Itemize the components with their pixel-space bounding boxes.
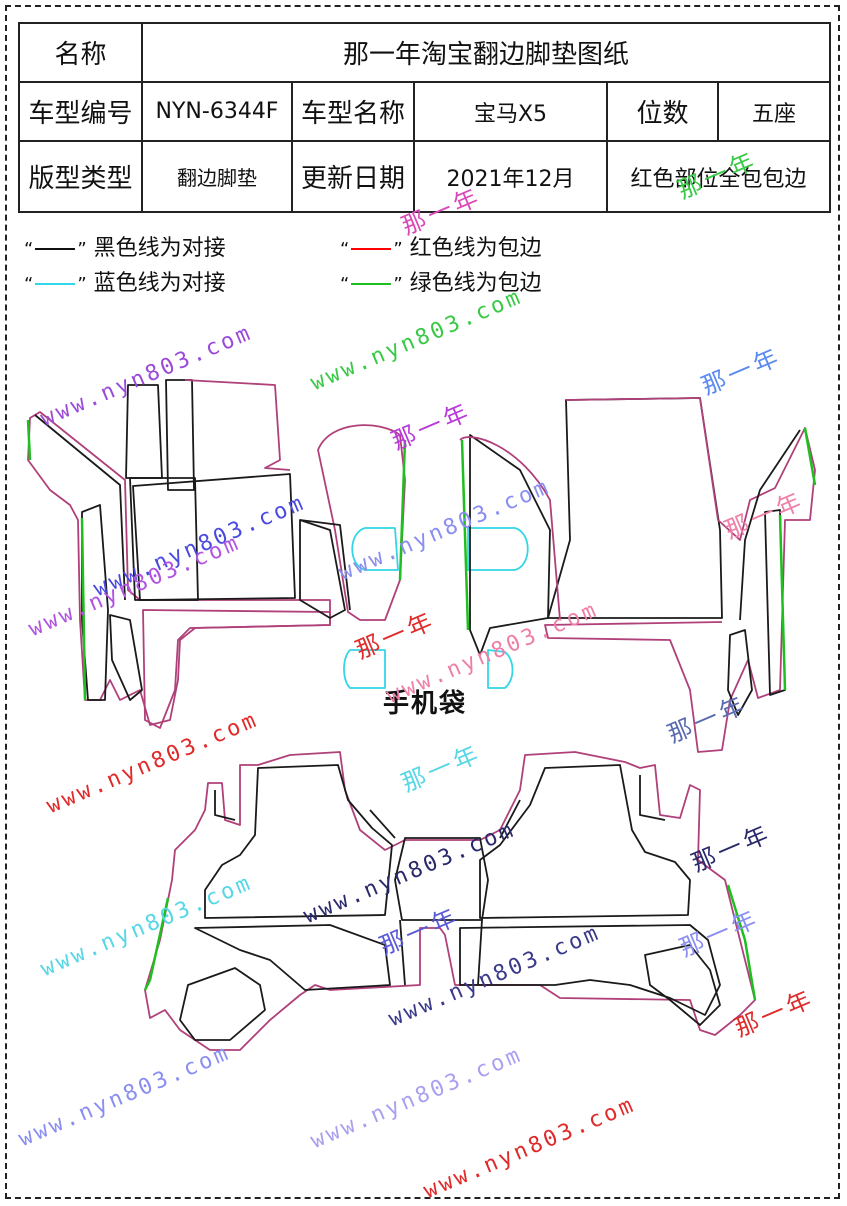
pocket-top-right: [467, 527, 529, 571]
rear-left-front: [179, 967, 266, 1041]
legend-black: “ ” 黑色线为对接: [24, 230, 226, 262]
passenger-side-green: [803, 427, 817, 486]
update-date-value: 2021年12月: [413, 140, 608, 213]
model-name-value: 宝马X5: [413, 81, 608, 142]
quote-close: ”: [77, 239, 87, 260]
rear-mat-pieces: [143, 751, 757, 1051]
rear-outer-trim: [144, 751, 756, 1051]
info-table: 名称 那一年淘宝翻边脚垫图纸 车型编号 NYN-6344F 车型名称 宝马X5 …: [18, 22, 832, 213]
page-border: [5, 5, 840, 1199]
passenger-outer-trim: [544, 397, 816, 753]
passenger-right-green: [778, 514, 787, 691]
rear-right-green: [726, 884, 757, 1001]
pattern-type-value: 翻边脚垫: [141, 140, 293, 213]
driver-left-green: [80, 517, 87, 701]
quote-open: “: [24, 274, 34, 295]
passenger-inner-trim: [459, 436, 561, 621]
driver-main-pad: [132, 473, 296, 601]
quote-close: ”: [393, 239, 403, 260]
driver-side-green: [26, 419, 32, 461]
legend-blue-text: 蓝色线为对接: [93, 271, 226, 296]
driver-front-black: [299, 519, 351, 611]
driver-floor-ext: [142, 609, 331, 729]
legend-green-text: 绿色线为包边: [409, 271, 542, 296]
driver-heel-pad: [129, 477, 199, 601]
driver-small-wedge: [109, 614, 143, 701]
passenger-small-wedge: [727, 629, 753, 716]
rear-left-green: [143, 897, 170, 991]
legend-red-text: 红色线为包边: [409, 236, 542, 261]
passenger-mat-pieces: [459, 397, 817, 753]
driver-top-left: [125, 384, 163, 479]
seats-label: 位数: [606, 81, 719, 142]
pattern-type-label: 版型类型: [18, 140, 143, 213]
rear-right-front: [644, 944, 721, 1026]
driver-front-wedge: [299, 519, 346, 619]
seats-value: 五座: [716, 81, 832, 142]
name-label: 名称: [18, 22, 143, 83]
legend-blue: “ ” 蓝色线为对接: [24, 265, 226, 297]
blue-line-swatch: [35, 283, 76, 285]
model-code-label: 车型编号: [18, 81, 143, 142]
passenger-inner-black: [469, 434, 551, 656]
rear-center-hump: [394, 837, 489, 921]
legend-red: “ ” 红色线为包边: [340, 230, 542, 262]
driver-mat-pieces: [26, 379, 407, 729]
driver-front-green: [398, 439, 407, 581]
update-date-label: 更新日期: [291, 140, 415, 213]
green-line-swatch: [351, 283, 392, 285]
quote-open: “: [24, 239, 34, 260]
red-line-swatch: [351, 248, 392, 250]
pocket-bottom-right: [487, 649, 514, 689]
quote-close: ”: [77, 274, 87, 295]
passenger-main-pad: [547, 397, 723, 619]
driver-top-outline: [184, 379, 291, 471]
driver-side-black: [34, 414, 126, 601]
pocket-top-left: [351, 527, 399, 571]
passenger-inner-green: [460, 439, 470, 631]
passenger-side-black: [739, 429, 801, 621]
pocket-bottom-left: [343, 649, 386, 689]
rear-left-inner: [214, 775, 666, 821]
driver-top-right: [165, 379, 195, 491]
rear-left-pad: [204, 764, 393, 919]
rear-right-cut: [459, 924, 721, 1016]
legend-green: “ ” 绿色线为包边: [340, 265, 542, 297]
note-value: 红色部位全包包边: [605, 140, 832, 213]
black-line-swatch: [35, 248, 76, 250]
legend-black-text: 黑色线为对接: [93, 236, 226, 261]
rear-right-pad: [479, 764, 691, 919]
driver-front-curve: [317, 424, 406, 621]
model-code-value: NYN-6344F: [141, 81, 293, 142]
phone-pocket-caption: 手机袋: [383, 689, 468, 719]
driver-outer-trim: [27, 411, 331, 726]
quote-open: “: [340, 239, 350, 260]
model-name-label: 车型名称: [291, 81, 415, 142]
quote-close: ”: [393, 274, 403, 295]
name-value: 那一年淘宝翻边脚垫图纸: [140, 22, 832, 83]
rear-mid-black: [369, 799, 521, 986]
driver-left-strip: [81, 504, 109, 701]
phone-pocket-pieces: [343, 527, 529, 689]
rear-left-cut: [194, 924, 391, 991]
quote-open: “: [340, 274, 350, 295]
